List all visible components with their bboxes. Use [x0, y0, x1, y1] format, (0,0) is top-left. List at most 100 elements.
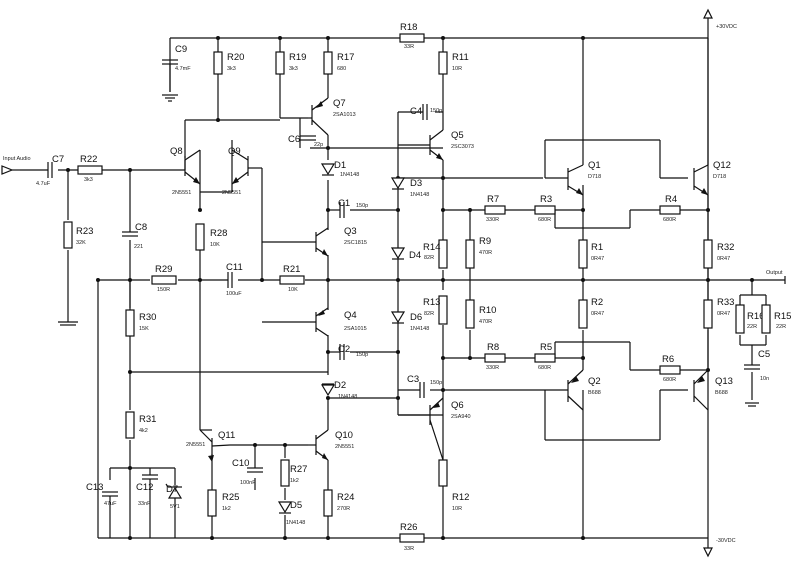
svg-text:330R: 330R — [486, 365, 499, 371]
svg-text:2N5551: 2N5551 — [172, 190, 191, 196]
svg-text:C6: C6 — [288, 134, 300, 145]
svg-text:B688: B688 — [588, 390, 601, 396]
svg-text:R15: R15 — [774, 311, 791, 322]
svg-text:R25: R25 — [222, 492, 239, 503]
svg-text:D718: D718 — [588, 174, 601, 180]
svg-text:R22: R22 — [80, 154, 97, 165]
svg-text:0R47: 0R47 — [717, 256, 730, 262]
output-port: Output — [766, 270, 786, 284]
svg-text:10K: 10K — [210, 242, 220, 248]
svg-text:R2: R2 — [591, 297, 603, 308]
svg-text:3k3: 3k3 — [227, 66, 236, 72]
svg-text:680R: 680R — [663, 217, 676, 223]
svg-text:R17: R17 — [337, 52, 354, 63]
svg-text:B688: B688 — [715, 390, 728, 396]
svg-text:Q7: Q7 — [333, 98, 346, 109]
svg-text:R28: R28 — [210, 228, 227, 239]
svg-text:R12: R12 — [452, 492, 469, 503]
svg-text:R32: R32 — [717, 242, 734, 253]
svg-text:C13: C13 — [86, 482, 103, 493]
svg-text:C10: C10 — [232, 458, 249, 469]
svg-text:C8: C8 — [135, 222, 147, 233]
svg-text:150R: 150R — [157, 287, 170, 293]
svg-text:R11: R11 — [452, 52, 469, 63]
svg-text:R5: R5 — [540, 342, 552, 353]
ground-symbols — [60, 94, 759, 407]
svg-text:22R: 22R — [776, 324, 786, 330]
svg-text:15K: 15K — [139, 326, 149, 332]
svg-text:Q12: Q12 — [713, 160, 731, 171]
svg-text:R8: R8 — [487, 342, 499, 353]
neg-rail-terminal: -30VDC — [703, 538, 736, 558]
svg-text:Q10: Q10 — [335, 430, 353, 441]
svg-text:R4: R4 — [665, 194, 677, 205]
resistor-r8: R8 330R — [484, 342, 506, 371]
svg-text:C2: C2 — [338, 344, 350, 355]
svg-text:C12: C12 — [136, 482, 153, 493]
svg-text:33R: 33R — [404, 44, 414, 50]
resistor-r4: R4 680R — [659, 194, 681, 223]
svg-text:1k2: 1k2 — [290, 478, 299, 484]
svg-text:D3: D3 — [410, 178, 422, 189]
svg-text:0R47: 0R47 — [591, 311, 604, 317]
svg-text:Q4: Q4 — [344, 310, 357, 321]
svg-text:C1: C1 — [338, 198, 350, 209]
svg-text:100uF: 100uF — [226, 291, 242, 297]
svg-text:4.7mF: 4.7mF — [175, 66, 191, 72]
svg-text:D7: D7 — [166, 484, 178, 495]
output-label: Output — [766, 270, 783, 276]
svg-text:R24: R24 — [337, 492, 354, 503]
svg-text:R14: R14 — [423, 242, 440, 253]
svg-text:C11: C11 — [226, 262, 243, 273]
svg-text:82R: 82R — [424, 311, 434, 317]
resistor-r2: R2 0R47 — [578, 297, 604, 329]
svg-text:4k2: 4k2 — [139, 428, 148, 434]
resistor-r30: R30 15K — [125, 309, 156, 337]
svg-text:R10: R10 — [479, 305, 496, 316]
svg-text:32K: 32K — [76, 240, 86, 246]
svg-text:R3: R3 — [540, 194, 552, 205]
svg-text:R31: R31 — [139, 414, 156, 425]
r18-label: R18 — [400, 22, 417, 33]
svg-text:2SC3073: 2SC3073 — [451, 144, 474, 150]
svg-text:1N4148: 1N4148 — [286, 520, 305, 526]
svg-text:0R47: 0R47 — [717, 311, 730, 317]
svg-text:R13: R13 — [423, 297, 440, 308]
pos-rail-terminal: +30VDC — [703, 8, 737, 38]
svg-text:Q5: Q5 — [451, 130, 464, 141]
svg-text:D6: D6 — [410, 312, 422, 323]
svg-text:221: 221 — [134, 244, 143, 250]
svg-text:R23: R23 — [76, 226, 93, 237]
svg-text:R7: R7 — [487, 194, 499, 205]
svg-text:22p: 22p — [314, 142, 323, 148]
svg-text:3k3: 3k3 — [289, 66, 298, 72]
svg-text:R33: R33 — [717, 297, 734, 308]
svg-text:2SA940: 2SA940 — [451, 414, 471, 420]
svg-text:100nF: 100nF — [240, 480, 256, 486]
svg-text:R30: R30 — [139, 312, 156, 323]
svg-text:Q9: Q9 — [228, 146, 241, 157]
svg-text:2SC1815: 2SC1815 — [344, 240, 367, 246]
svg-text:22R: 22R — [747, 324, 757, 330]
svg-text:82R: 82R — [424, 255, 434, 261]
neg-rail-label: -30VDC — [716, 538, 736, 544]
svg-text:R6: R6 — [662, 354, 674, 365]
